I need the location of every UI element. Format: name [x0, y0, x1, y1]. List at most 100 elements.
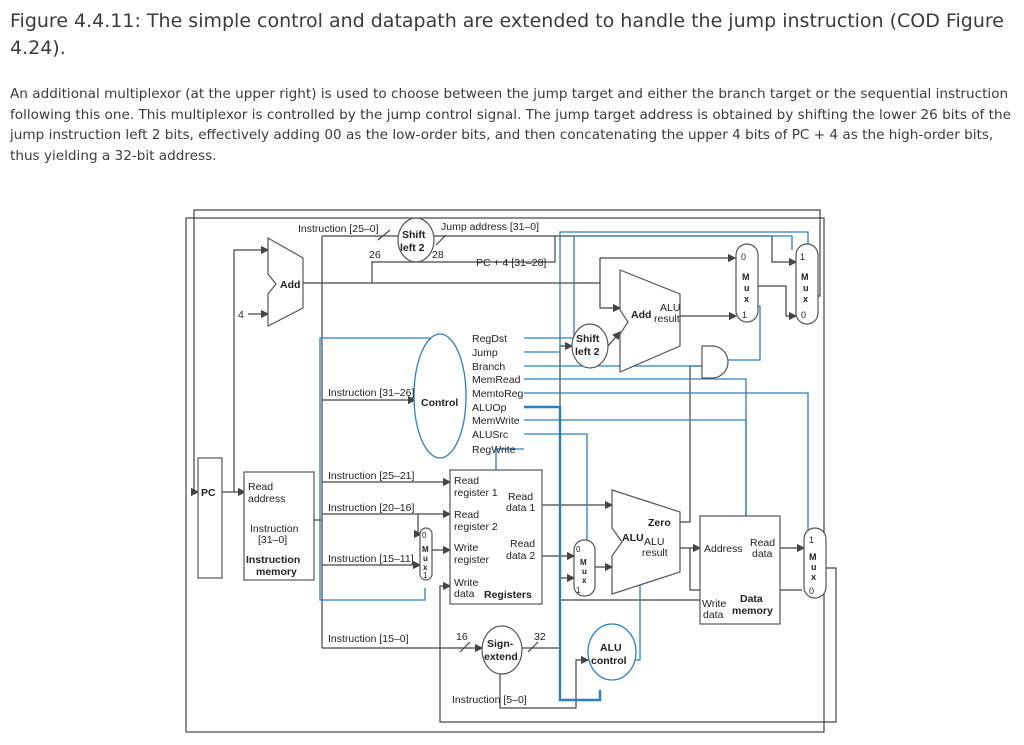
- reg-read1-label-a: Read: [454, 475, 479, 487]
- dm-read-label-b: data: [752, 548, 773, 560]
- alusrc-mux-m: M: [580, 558, 587, 567]
- instr-15-11-label: Instruction [15–11]: [328, 553, 414, 565]
- alu-control-unit: [587, 623, 637, 681]
- pc4-label: PC + 4 [31–28]: [476, 257, 546, 269]
- jump-mux-u: u: [803, 283, 809, 293]
- alusrc-mux: [573, 539, 596, 597]
- signal-regdst: RegDst: [472, 333, 507, 345]
- instr-25-0-label: Instruction [25–0]: [298, 223, 379, 235]
- alu-control-label-a: ALU: [600, 642, 622, 654]
- alusrc-mux-u: u: [582, 567, 587, 576]
- reg-read2-label-b: register 2: [454, 521, 498, 533]
- program-counter: [197, 457, 223, 579]
- diagram-frame: [185, 217, 825, 733]
- branch-adder: [619, 269, 681, 373]
- im-read-label: Read: [248, 481, 273, 493]
- sign-extend-unit: [481, 625, 523, 675]
- memtoreg-mux-0: 0: [809, 586, 814, 596]
- reg-writedata-a: Write: [454, 577, 478, 589]
- instr-25-21-label: Instruction [25–21]: [328, 470, 414, 482]
- reg-rdata1-a: Read: [508, 491, 533, 503]
- im-address-label: address: [248, 493, 285, 505]
- im-title-2: memory: [256, 566, 297, 578]
- alu-result-label-b: result: [642, 547, 668, 559]
- jump-mux-x: x: [803, 294, 808, 304]
- memtoreg-mux-m: M: [809, 552, 817, 562]
- instruction-memory: [243, 471, 315, 581]
- regdst-mux-x: x: [423, 563, 428, 572]
- shift2-label-a: Shift: [576, 333, 600, 345]
- dm-title-b: memory: [732, 605, 773, 617]
- shift-label: Shift: [402, 229, 426, 241]
- regdst-mux-u: u: [423, 554, 428, 563]
- control-signal-list: RegDst Jump Branch MemRead MemtoReg ALUO…: [472, 333, 524, 456]
- regdst-mux-m: M: [422, 545, 429, 554]
- branch-mux: [735, 243, 759, 323]
- control-wires: [319, 231, 809, 702]
- alusrc-mux-0: 0: [576, 545, 581, 554]
- memtoreg-mux: [803, 527, 827, 599]
- alusrc-mux-x: x: [582, 576, 587, 585]
- bits-26-label: 26: [369, 249, 381, 261]
- reg-write-label-a: Write: [454, 542, 478, 554]
- data-memory: [699, 515, 781, 625]
- control-unit: [413, 333, 467, 459]
- sign-extend-label-b: extend: [484, 651, 518, 663]
- registers-label: Registers: [484, 589, 532, 601]
- branch-and-gate: [701, 345, 729, 379]
- figure-description: An additional multiplexor (at the upper …: [10, 86, 1011, 164]
- branch-mux-0: 0: [741, 252, 746, 262]
- instr-15-0-label: Instruction [15–0]: [328, 633, 409, 645]
- signal-memwrite: MemWrite: [472, 415, 520, 427]
- signal-aluop: ALUOp: [472, 402, 507, 414]
- shift-left-2-jump: [397, 217, 435, 263]
- bits-16-label: 16: [456, 631, 468, 643]
- alu-result-label-a: ALU: [644, 536, 664, 548]
- reg-rdata1-b: data 1: [506, 502, 535, 514]
- instr-20-16-label: Instruction [20–16]: [328, 502, 414, 514]
- dm-write-label-b: data: [703, 609, 724, 621]
- jump-mux-1: 1: [800, 252, 805, 262]
- jump-address-label: Jump address [31–0]: [441, 221, 539, 233]
- alu-control-label-b: control: [591, 655, 627, 667]
- branch-mux-1: 1: [742, 310, 747, 320]
- reg-read2-label-a: Read: [454, 509, 479, 521]
- dm-title-a: Data: [740, 593, 763, 605]
- signal-alusrc: ALUSrc: [472, 429, 508, 441]
- signal-branch: Branch: [472, 361, 505, 373]
- jump-mux-0: 0: [801, 310, 806, 320]
- bits-32-label: 32: [534, 631, 546, 643]
- instr-5-0-label: Instruction [5–0]: [452, 694, 527, 706]
- signal-memtoreg: MemtoReg: [472, 388, 524, 400]
- alu-zero-label: Zero: [648, 517, 671, 529]
- jump-mux: [795, 243, 819, 325]
- branch-mux-m: M: [742, 272, 750, 282]
- dm-write-label-a: Write: [702, 598, 726, 610]
- control-label: Control: [421, 397, 458, 409]
- branch-adder-alu: ALU: [660, 302, 680, 314]
- shift-left-2-branch: [571, 323, 609, 369]
- im-bits-label: [31–0]: [258, 534, 287, 546]
- branch-adder-result: result: [654, 313, 680, 325]
- signal-regwrite: RegWrite: [472, 444, 516, 456]
- regdst-mux-1: 1: [423, 571, 428, 580]
- memtoreg-mux-u: u: [811, 562, 817, 572]
- reg-read1-label-b: register 1: [454, 487, 498, 499]
- regdst-mux-0: 0: [422, 531, 427, 540]
- memtoreg-mux-1: 1: [809, 535, 814, 545]
- signal-memread: MemRead: [472, 374, 521, 386]
- alu-label: ALU: [622, 532, 644, 544]
- im-instruction-label: Instruction: [250, 523, 299, 535]
- figure-caption: Figure 4.4.11: The simple control and da…: [10, 10, 1004, 59]
- pc-adder-label: Add: [280, 279, 300, 291]
- dm-read-label-a: Read: [750, 537, 775, 549]
- im-title-1: Instruction: [246, 554, 300, 566]
- memtoreg-mux-x: x: [811, 572, 816, 582]
- reg-write-label-b: register: [454, 554, 490, 566]
- pc-adder: [267, 236, 304, 327]
- shift-left-label: left 2: [400, 242, 425, 254]
- dm-address-label: Address: [704, 543, 743, 555]
- reg-rdata2-b: data 2: [506, 550, 535, 562]
- sign-extend-label-a: Sign-: [487, 638, 514, 650]
